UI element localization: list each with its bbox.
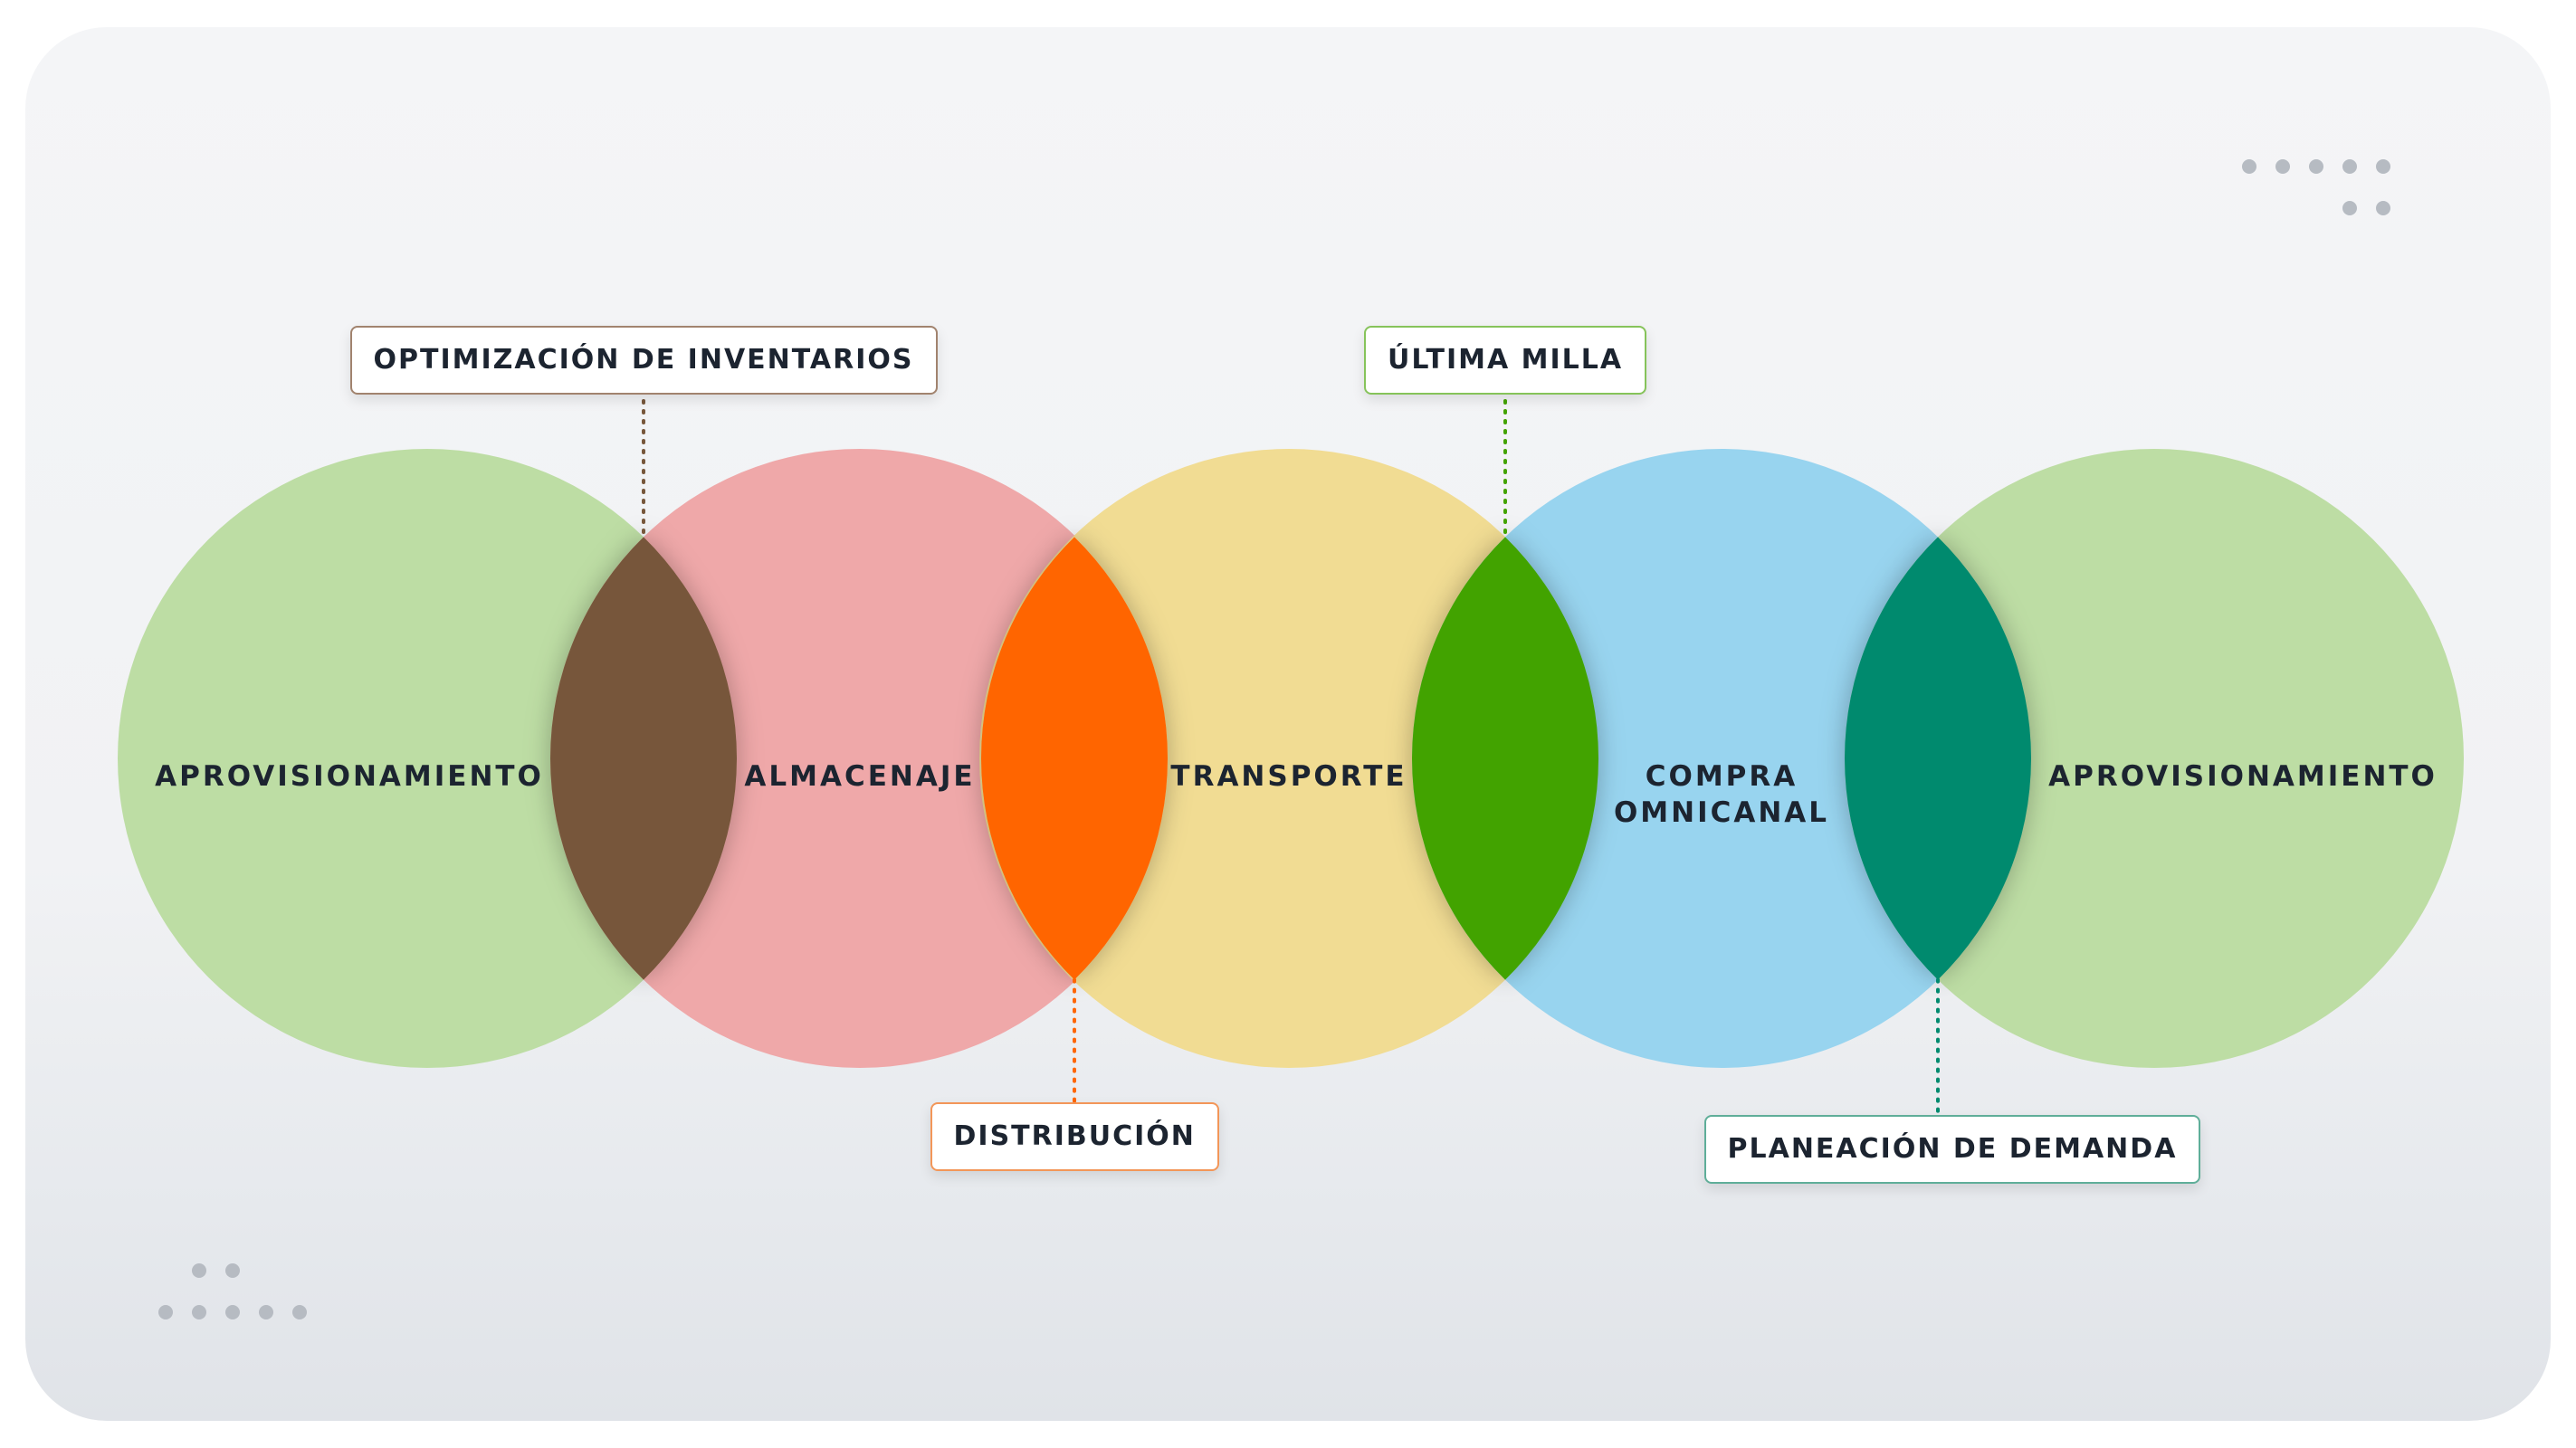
intersection-lens-3 [1844, 537, 2031, 980]
circle-label-aprovisionamiento-right: APROVISIONAMIENTO [2048, 760, 2438, 793]
circle-label-aprovisionamiento-left: APROVISIONAMIENTO [155, 760, 544, 793]
intersection-label-distribucion: DISTRIBUCIÓN [930, 1102, 1219, 1171]
intersection-label-planeacion: PLANEACIÓN DE DEMANDA [1703, 1115, 2201, 1184]
circle-2 [979, 449, 1598, 1068]
circle-label-almacenaje: ALMACENAJE [744, 760, 976, 793]
intersection-label-ultima-milla: ÚLTIMA MILLA [1364, 326, 1647, 395]
circle-0 [118, 449, 737, 1068]
circle-1 [550, 449, 1169, 1068]
circle-4 [1845, 449, 2464, 1068]
circle-label-transporte: TRANSPORTE [1170, 760, 1407, 793]
circle-label-compra-omnicanal: COMPRA OMNICANAL [1613, 760, 1830, 829]
intersection-label-optimizacion: OPTIMIZACIÓN DE INVENTARIOS [349, 326, 938, 395]
circle-3 [1412, 449, 2031, 1068]
intersection-lens-0 [549, 537, 737, 980]
intersection-lens-2 [1412, 537, 1598, 980]
intersection-lens-1 [981, 537, 1168, 980]
